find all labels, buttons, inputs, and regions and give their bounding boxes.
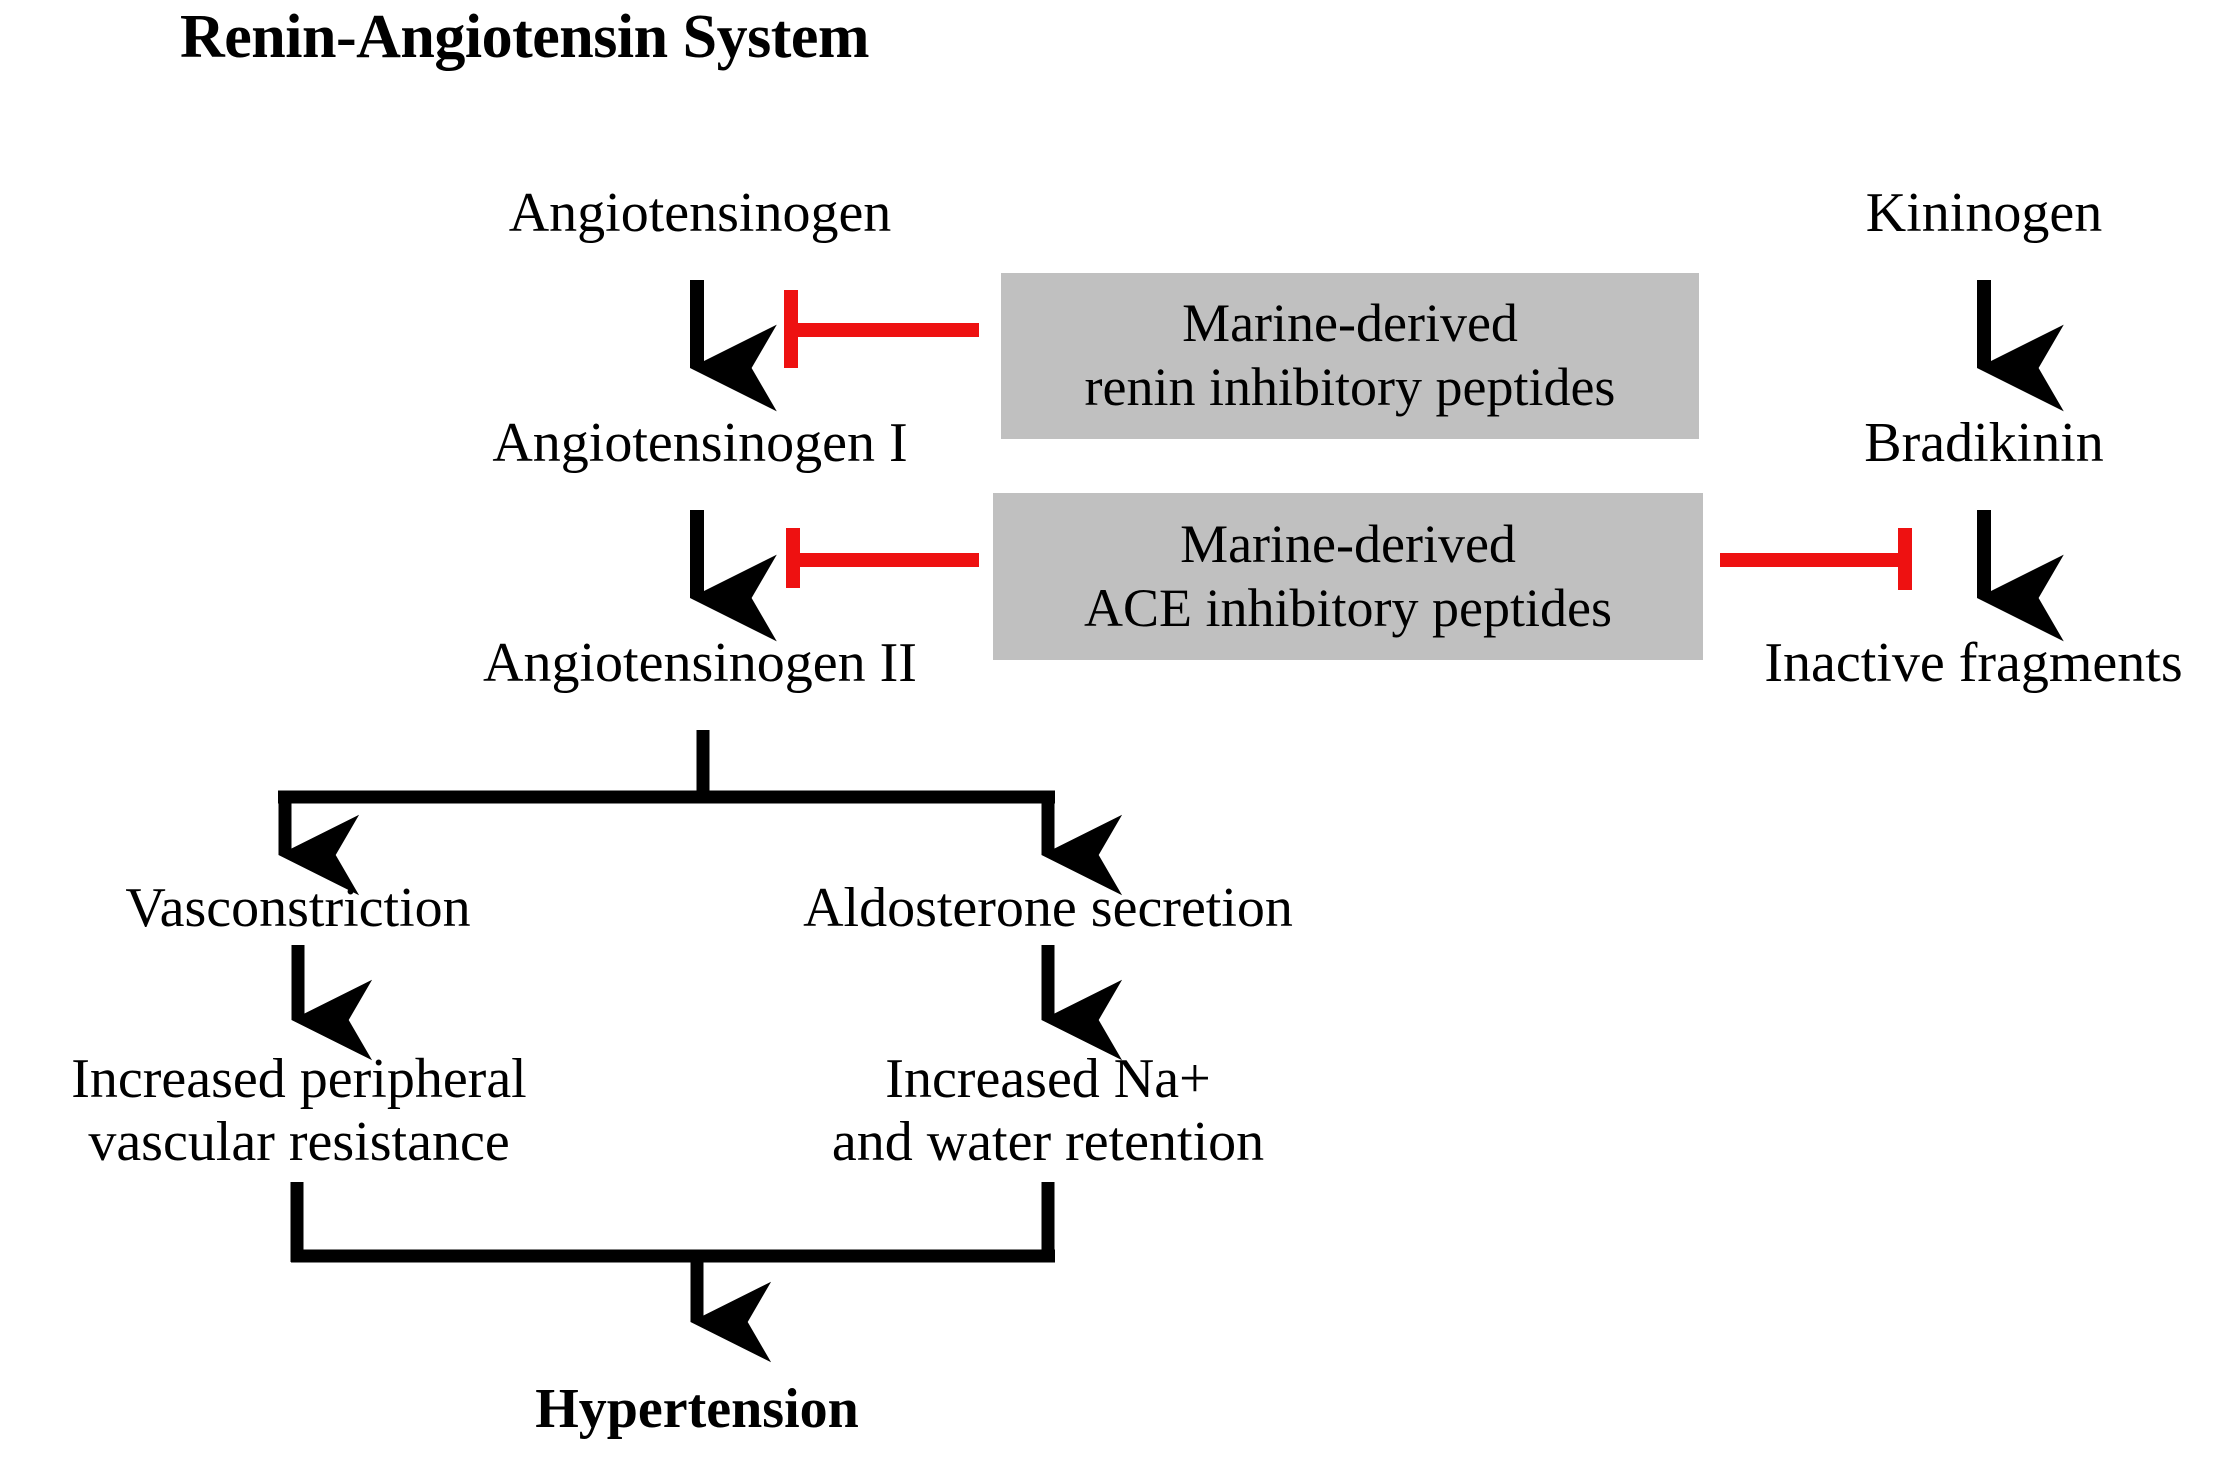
arrow-angiotensinogen-ii-split (278, 730, 1123, 896)
renin-inhibitor-box-line1: Marine-derived (1182, 293, 1518, 354)
node-sodium-water-retention-line1: Increased Na+ (885, 1048, 1211, 1110)
ace-inhibitor-box-line1: Marine-derived (1180, 513, 1516, 574)
node-sodium-water-retention-line2: and water retention (831, 1110, 1265, 1173)
node-kininogen: Kininogen (1865, 182, 2103, 244)
page-title: Renin-Angiotensin System (180, 3, 870, 71)
renin-inhibitor-box-line2: renin inhibitory peptides (1084, 357, 1616, 417)
node-vasoconstriction: Vasconstriction (125, 877, 471, 939)
node-bradikinin: Bradikinin (1864, 412, 2104, 474)
node-inactive-fragments: Inactive fragments (1764, 632, 2183, 694)
node-peripheral-resistance: Increased peripheral vascular resistance (4, 1048, 594, 1173)
node-aldosterone-secretion: Aldosterone secretion (803, 877, 1293, 939)
node-hypertension: Hypertension (535, 1378, 859, 1440)
node-angiotensinogen-i: Angiotensinogen I (492, 412, 908, 474)
ace-inhibitor-box-line2: ACE inhibitory peptides (1084, 577, 1612, 638)
ace-inhibition-bar (786, 528, 979, 588)
node-peripheral-resistance-line2: vascular resistance (88, 1110, 510, 1173)
ace-inhibition-bar-bradikinin (1720, 528, 1912, 590)
node-angiotensinogen-ii: Angiotensinogen II (483, 632, 917, 694)
ace-inhibitor-box: Marine-derived ACE inhibitory peptides (993, 493, 1703, 660)
node-peripheral-resistance-line1: Increased peripheral (71, 1048, 527, 1110)
arrow-merge-to-hypertension (290, 1182, 1055, 1363)
node-sodium-water-retention: Increased Na+ and water retention (768, 1048, 1328, 1173)
node-angiotensinogen: Angiotensinogen (508, 182, 892, 244)
renin-inhibition-bar (784, 290, 979, 368)
renin-inhibitor-box: Marine-derived renin inhibitory peptides (1001, 273, 1699, 439)
